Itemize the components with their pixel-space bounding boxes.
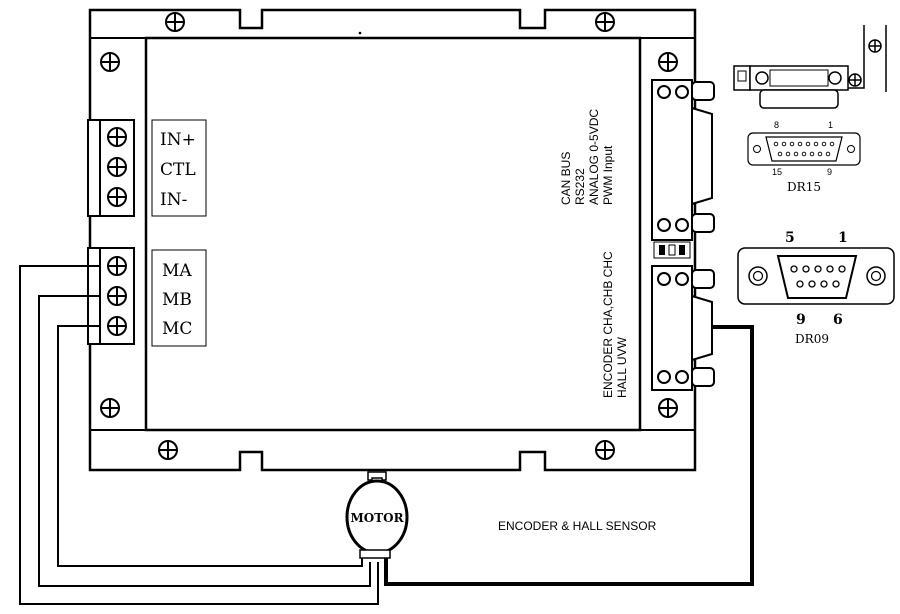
terminal-screw-icon bbox=[107, 187, 127, 207]
motor-label: MOTOR bbox=[350, 511, 404, 525]
dr09-pin-9: 9 bbox=[796, 312, 806, 328]
dr09-label: DR09 bbox=[795, 332, 829, 346]
mounting-screw-icon bbox=[595, 12, 615, 32]
terminal-label: IN+ bbox=[160, 130, 196, 150]
mounting-screw-icon bbox=[100, 398, 120, 418]
dr09-pin-1: 1 bbox=[838, 230, 848, 246]
comm-label-rs232: RS232 bbox=[573, 168, 587, 205]
mounting-screw-icon bbox=[100, 52, 120, 72]
dr09-pin-6: 6 bbox=[833, 312, 843, 328]
terminal-label: CTL bbox=[160, 160, 196, 180]
comm-label-analog: ANALOG 0-5VDC bbox=[587, 109, 601, 205]
dr09-pin-5: 5 bbox=[785, 230, 795, 246]
terminal-screw-icon bbox=[107, 316, 127, 336]
mounting-screw-icon bbox=[848, 73, 862, 87]
dr15-connector: 8 1 15 9 DR15 bbox=[747, 120, 861, 194]
dr15-pin-8: 8 bbox=[774, 120, 779, 130]
mounting-screw-icon bbox=[868, 39, 882, 53]
encoder-cable bbox=[384, 325, 754, 586]
terminal-screw-icon bbox=[107, 157, 127, 177]
motor-phase-wires bbox=[19, 265, 379, 605]
comm-label-pwm: PWM Input bbox=[601, 145, 615, 205]
terminal-label: MC bbox=[162, 319, 192, 339]
dr15-label: DR15 bbox=[787, 180, 821, 194]
terminal-label: MB bbox=[162, 290, 192, 310]
controller-housing bbox=[88, 8, 697, 472]
motor-icon: MOTOR bbox=[345, 471, 409, 559]
hall-label: HALL UVW bbox=[615, 336, 629, 398]
terminal-screw-icon bbox=[107, 127, 127, 147]
dr15-pin-1: 1 bbox=[828, 120, 833, 130]
encoder-label: ENCODER CHA,CHB CHC bbox=[601, 251, 615, 398]
comm-port-labels: CAN BUS RS232 ANALOG 0-5VDC PWM Input bbox=[559, 109, 615, 205]
terminal-screw-icon bbox=[107, 256, 127, 276]
encoder-connector bbox=[651, 265, 715, 391]
terminal-screw-icon bbox=[107, 286, 127, 306]
dr09-connector: 5 1 9 6 DR09 bbox=[737, 230, 895, 346]
dr15-pin-9: 9 bbox=[827, 167, 832, 177]
encoder-cable-label: ENCODER & HALL SENSOR bbox=[498, 519, 657, 533]
mounting-screw-icon bbox=[595, 440, 615, 460]
comm-label-can: CAN BUS bbox=[559, 152, 573, 205]
comm-connector bbox=[651, 79, 715, 241]
mounting-screw-icon bbox=[158, 440, 178, 460]
mounting-screw-icon bbox=[165, 12, 185, 32]
dip-switch bbox=[653, 241, 691, 259]
dr15-pin-15: 15 bbox=[772, 167, 782, 177]
terminal-label: IN- bbox=[160, 190, 187, 210]
mounting-screw-icon bbox=[658, 52, 678, 72]
terminal-block-input: IN+ CTL IN- bbox=[87, 119, 207, 217]
dr15-side-view bbox=[733, 25, 887, 109]
encoder-port-labels: ENCODER CHA,CHB CHC HALL UVW bbox=[601, 251, 629, 398]
terminal-label: MA bbox=[162, 261, 192, 281]
mounting-screw-icon bbox=[658, 398, 678, 418]
